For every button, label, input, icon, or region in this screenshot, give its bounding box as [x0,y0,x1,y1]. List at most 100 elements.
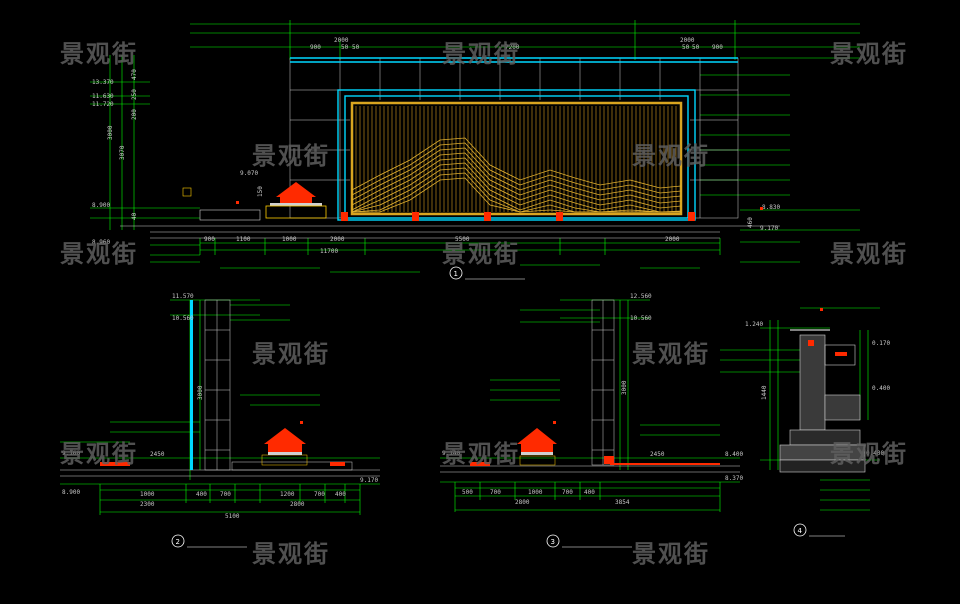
s2-level-1: 10.560 [172,315,194,322]
dim-bottom-2: 1000 [282,236,297,243]
dim-vert-4: 200 [131,109,138,120]
section-2-dim-text: 11.570 10.560 9.160 8.900 9.170 1000 400… [62,293,378,520]
s2-vert-0: 3000 [197,385,204,400]
watermark: 景观街 [252,540,330,568]
watermark: 景观街 [252,142,330,170]
watermark: 景观街 [60,440,138,468]
s2-level-0: 11.570 [172,293,194,300]
elevation-1-callout: 1 [449,266,525,280]
lantern-sculpture [182,182,327,221]
section-3-body [440,299,740,473]
s3-dim-5: 2800 [515,499,530,506]
s3-level-1: 10.560 [630,315,652,322]
dim-bottom-1: 1100 [236,236,251,243]
dim-top-3: 50 [341,44,349,51]
s3-level-3: 8.400 [725,451,743,458]
dim-top-4: 50 [352,44,360,51]
d4-level-3: 0.400 [866,450,884,457]
watermark: 景观街 [632,540,710,568]
watermark: 景观街 [632,340,710,368]
dim-top-8: 900 [712,44,723,51]
red-markers [236,201,823,424]
dim-bottom-3: 2000 [330,236,345,243]
detail-4-section [779,329,866,473]
s3-dim-3: 700 [562,489,573,496]
section-3-number: 3 [551,538,555,546]
watermark: 景观街 [830,40,908,68]
watermark: 景观街 [442,40,520,68]
s2-dim-6: 2300 [140,501,155,508]
dim-vert-5: 150 [257,186,264,197]
mountain-contour [351,167,681,213]
mountain-contour [351,137,682,191]
s2-level-2: 9.160 [62,450,80,457]
s3-level-4: 8.370 [725,475,743,482]
mountain-contour [351,157,682,211]
s2-dim-5: 400 [335,491,346,498]
watermark: 景观街 [830,440,908,468]
section-3-dim-text: 12.560 10.560 9.140 8.400 8.370 500 700 … [442,293,743,506]
dim-top-2: 900 [310,44,321,51]
s3-level-2: 9.140 [442,450,460,457]
s2-dim-2: 700 [220,491,231,498]
detail-4-number: 4 [798,527,803,535]
dim-top-1: 2000 [680,37,695,44]
s2-dim-3: 1200 [280,491,295,498]
section-2-body [60,299,380,477]
watermark: 景观街 [60,40,138,68]
level-4: 8.900 [92,202,110,209]
watermark: 景观街 [830,240,908,268]
s3-dim-7: 2450 [650,451,665,458]
elevation-1: 1 2000 2000 900 50 50 7200 50 50 900 13.… [90,20,860,280]
s3-dim-0: 500 [462,489,473,496]
level-5: 8.960 [92,239,110,246]
section-2-lantern [100,428,345,466]
s2-dim-1: 400 [196,491,207,498]
s2-dim-0: 1000 [140,491,155,498]
section-3-dim-lines [440,299,740,512]
dim-vert-6: 40 [131,212,138,220]
level-3: 9.070 [240,170,258,177]
section-3-callout: 3 [546,534,632,548]
s3-dim-1: 700 [490,489,501,496]
s3-vert-0: 3000 [621,380,628,395]
s2-dim-4: 700 [314,491,325,498]
s2-dim-8: 5100 [225,513,240,520]
section-2-frame-edge [190,300,193,470]
dim-vert-2: 250 [131,89,138,100]
dim-top-6: 50 [682,44,690,51]
d4-level-2: 0.400 [872,385,890,392]
s2-dim-7: 2800 [290,501,305,508]
level-1: 11.630 [92,93,114,100]
mountain-contour [351,152,682,206]
elevation-1-number: 1 [454,270,458,278]
dim-top-5: 7200 [505,44,520,51]
level-6: 8.830 [762,204,780,211]
s3-dim-6: 3854 [615,499,630,506]
watermark: 景观街 [632,142,710,170]
d4-level-0: 1.240 [745,321,763,328]
base-lights [341,212,695,221]
watermark: 景观街 [442,440,520,468]
dim-bottom-4: 5500 [455,236,470,243]
s3-dim-4: 400 [584,489,595,496]
detail-4-dim-text: 1.240 0.170 0.400 0.400 1440 [745,321,890,457]
level-2: 11.720 [92,101,114,108]
dim-vert-3: 470 [131,69,138,80]
d4-vert-0: 1440 [761,385,768,400]
dim-vert-1: 3070 [119,145,126,160]
level-7: 9.170 [760,225,778,232]
detail-4-callout: 4 [793,523,845,537]
section-3-lantern [470,428,720,466]
section-2-callout: 2 [171,534,247,548]
watermark: 景观街 [252,340,330,368]
dim-vert-0: 3000 [107,125,114,140]
s2-dim-9: 2450 [150,451,165,458]
landscape-panel [350,101,683,216]
cyan-frame [290,57,738,221]
s2-level-3: 8.900 [62,489,80,496]
section-2-number: 2 [176,538,180,546]
detail-4: 4 1.240 0.170 0.400 0.400 1440 [720,307,890,537]
s2-level-4: 9.170 [360,477,378,484]
